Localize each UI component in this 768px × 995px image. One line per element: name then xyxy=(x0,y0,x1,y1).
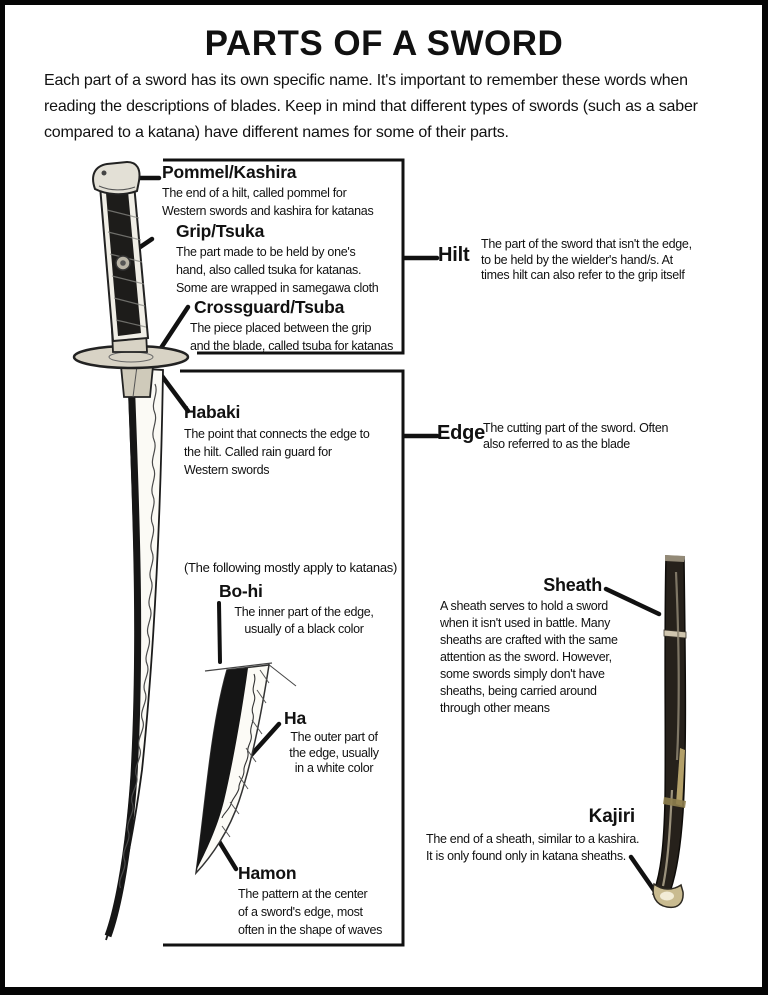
sheath-description: A sheath serves to hold a sword when it … xyxy=(440,599,618,715)
sheath-connector-line xyxy=(603,586,662,617)
pommel-description: The end of a hilt, called pommel for Wes… xyxy=(162,186,374,218)
hamon-connector-line xyxy=(214,835,239,872)
menuki-center xyxy=(120,260,126,266)
blade-bohi-stripe xyxy=(104,372,142,938)
habaki-label: Habaki xyxy=(184,402,241,422)
page-title: PARTS OF A SWORD xyxy=(204,24,564,63)
closeup-hatching xyxy=(221,669,270,838)
intro-paragraph: Each part of a sword has its own specifi… xyxy=(44,72,698,141)
ha-description: The outer part of the edge, usually in a… xyxy=(289,730,379,775)
ha-label: Ha xyxy=(284,708,306,728)
edge-description: The cutting part of the sword. Often als… xyxy=(483,421,669,451)
sheath-brass-band xyxy=(663,797,686,808)
blade-hamon-line xyxy=(119,383,157,889)
bohi-connector-line xyxy=(217,601,222,664)
sheath-brass-strip xyxy=(676,748,685,806)
habaki-connector-line xyxy=(156,369,191,414)
closeup-extension-line xyxy=(267,663,297,687)
edge-label: Edge xyxy=(437,422,486,444)
katana-note: (The following mostly apply to katanas) xyxy=(184,560,398,575)
bohi-label: Bo-hi xyxy=(219,581,263,601)
habaki-collar xyxy=(120,365,154,398)
kojiri-shine xyxy=(660,891,674,901)
hamon-label: Hamon xyxy=(238,863,297,883)
grip-label: Grip/Tsuka xyxy=(176,221,265,241)
hilt-description: The part of the sword that isn't the edg… xyxy=(481,237,692,282)
habaki-description: The point that connects the edge to the … xyxy=(184,427,370,477)
kashira-detail xyxy=(101,170,107,176)
kashira-pommel xyxy=(92,160,141,196)
closeup-hamon-wave xyxy=(221,673,256,819)
grip-description: The part made to be held by one's hand, … xyxy=(176,245,379,295)
hamon-description: The pattern at the center of a sword's e… xyxy=(238,887,383,937)
kashira-line xyxy=(98,185,136,191)
crossguard-label: Crossguard/Tsuba xyxy=(194,297,345,317)
hilt-label: Hilt xyxy=(438,244,470,266)
blade-closeup-illustration xyxy=(194,662,297,876)
bohi-description: The inner part of the edge, usually of a… xyxy=(234,605,374,636)
closeup-top-line xyxy=(204,662,273,672)
katana-illustration xyxy=(72,160,190,941)
kajiri-description: The end of a sheath, similar to a kashir… xyxy=(426,832,640,863)
crossguard-connector-line xyxy=(158,304,191,351)
sheath-shine-upper xyxy=(674,571,680,761)
sheath-illustration xyxy=(652,555,687,909)
kajiri-connector-line xyxy=(628,854,659,896)
crossguard-description: The piece placed between the grip and th… xyxy=(190,321,394,353)
closeup-bohi-black xyxy=(196,668,248,871)
sheath-mouth xyxy=(665,555,685,562)
kajiri-label: Kajiri xyxy=(588,806,636,827)
sheath-label: Sheath xyxy=(543,575,602,595)
pommel-label: Pommel/Kashira xyxy=(162,162,297,182)
habaki-detail xyxy=(132,365,138,398)
edge-bracket-box xyxy=(163,369,405,947)
